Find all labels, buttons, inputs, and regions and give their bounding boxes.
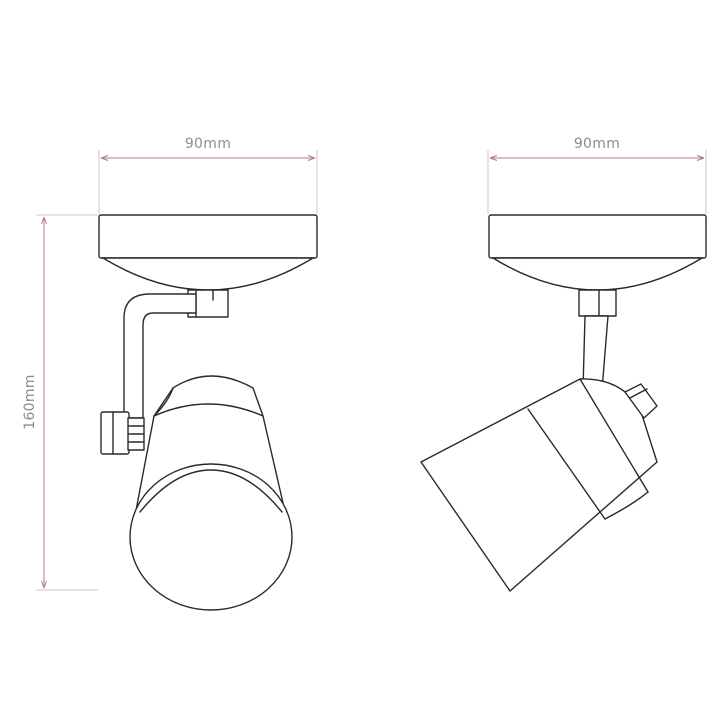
front-view-spotlight [98,214,318,611]
front-lamp-opening [129,463,293,611]
side-view-spotlight [420,214,707,592]
front-base-plate [98,214,318,259]
front-lamp-band [153,403,264,417]
side-width-dimension: 90mm [487,136,707,214]
side-lamp-head [420,378,658,592]
front-dome [102,257,314,291]
front-side-knob [100,411,130,455]
side-rear-knob [624,383,658,419]
side-base-plate [488,214,707,259]
height-label: 160mm [22,374,38,430]
height-dimension: 160mm [22,214,98,591]
side-dome [492,257,703,291]
side-width-label: 90mm [574,136,620,152]
front-width-label: 90mm [185,136,231,152]
front-lamp-reflector [139,469,283,513]
side-swivel-joint [578,289,617,317]
side-lamp-band [527,408,606,520]
front-width-dimension: 90mm [98,136,318,214]
